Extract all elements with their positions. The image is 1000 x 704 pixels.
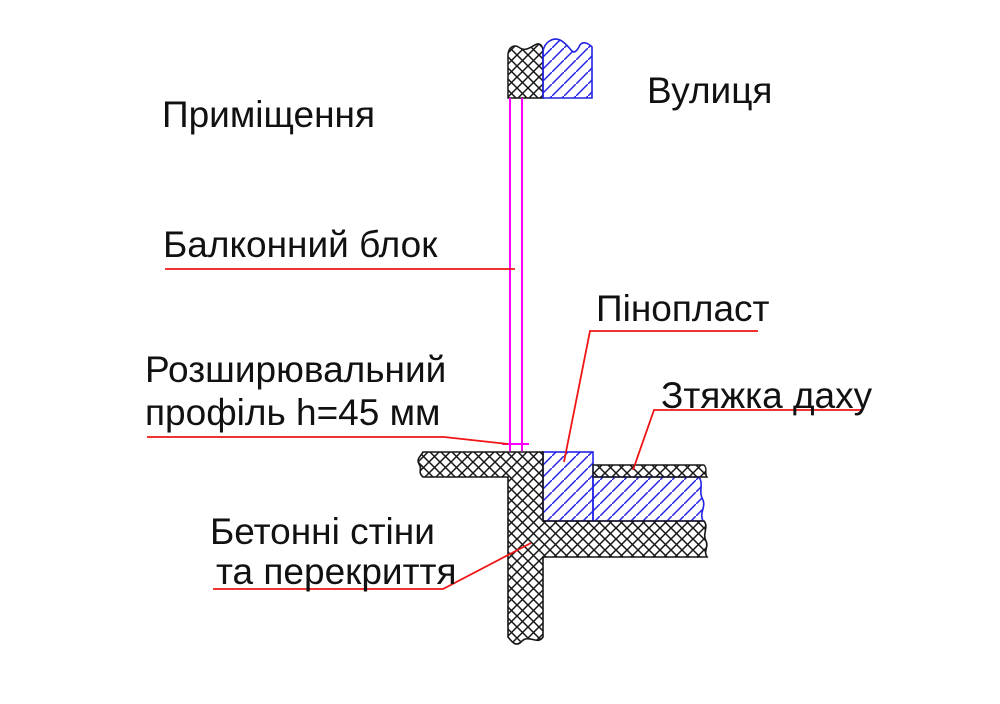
label-concrete: Бетонні стіни та перекриття (210, 512, 457, 592)
roof-screed-strip (592, 464, 709, 478)
foam-insulation-horizontal (592, 476, 705, 522)
label-street: Вулиця (647, 70, 773, 111)
label-balcony-block: Балконний блок (163, 224, 438, 265)
lintel-concrete-block (507, 43, 544, 99)
leader-roof-screed (632, 409, 862, 471)
label-concrete-line2: та перекриття (216, 551, 457, 592)
label-foam: Пінопласт (596, 288, 770, 329)
foam-insulation-vertical (542, 451, 594, 522)
leader-foam (563, 330, 758, 463)
leader-expansion-profile (147, 436, 509, 445)
label-concrete-line1: Бетонні стіни (210, 511, 435, 552)
concrete-wall-and-slab (417, 451, 709, 645)
lintel-foam-block (542, 38, 593, 99)
label-expansion-profile: Розширювальний профіль h=45 мм (145, 348, 446, 434)
leader-lines (147, 268, 862, 590)
label-expansion-profile-line2: профіль h=45 мм (145, 392, 441, 433)
leader-concrete (213, 542, 532, 590)
label-expansion-profile-line1: Розширювальний (145, 349, 447, 390)
label-room: Приміщення (162, 94, 376, 135)
balcony-frame (502, 98, 529, 451)
label-roof-screed: Зтяжка даху (661, 375, 873, 416)
